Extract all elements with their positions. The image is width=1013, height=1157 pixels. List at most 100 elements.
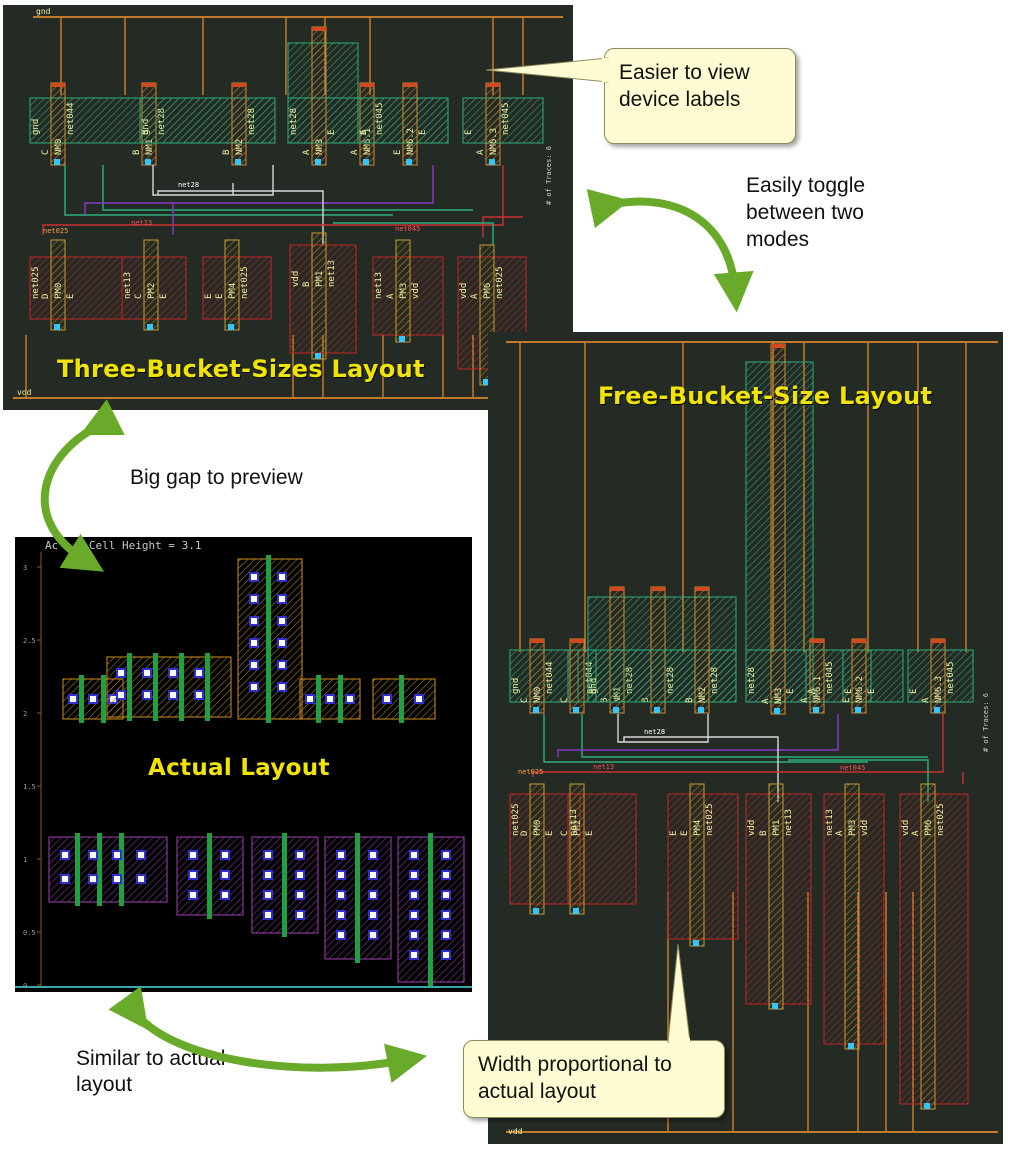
nmos-diffusion [587, 649, 737, 703]
free-bucket-layout-panel[interactable]: vddNM0Cgndnet044Cnet044NM1Bgndnet28Bnet2… [488, 332, 1003, 1144]
three-bucket-layout-panel[interactable]: gndvddNM0Cgndnet044NM1Bgndnet28NM2BBnet2… [3, 5, 573, 410]
contact-square [441, 870, 451, 880]
poly-gate [153, 653, 158, 721]
nmos-diffusion [139, 97, 276, 144]
contact-square [142, 690, 152, 700]
source-net-label: E [669, 831, 679, 836]
contact-square [249, 638, 259, 648]
contact-square [249, 572, 259, 582]
contact-square [188, 870, 198, 880]
source-net-label: vdd [901, 820, 911, 836]
cell-height-readout: Ac Cell Height = 3.1 [45, 539, 201, 552]
contact-square [409, 870, 419, 880]
contact-marker [399, 336, 405, 342]
contact-marker [855, 707, 861, 713]
poly-gate [207, 833, 212, 919]
similar-note: Similar to actual layout [76, 1047, 226, 1096]
contact-square [409, 890, 419, 900]
poly-gate [338, 675, 343, 723]
contact-square [136, 850, 146, 860]
gate-cap [771, 344, 785, 348]
contact-square [409, 910, 419, 920]
device-name-label: PM0 [54, 283, 64, 299]
contact-square [88, 874, 98, 884]
source-net-label: E [204, 294, 214, 299]
contact-marker [613, 707, 619, 713]
contact-marker [489, 159, 495, 165]
source-net-label: vdd [291, 271, 301, 287]
drain-net-label: E [867, 689, 877, 694]
gate-cap [651, 587, 665, 591]
net-label: net28 [644, 728, 665, 736]
contact-square [60, 874, 70, 884]
vdd-rail-label: vdd [17, 388, 32, 397]
source-net-label: E [464, 130, 474, 135]
contact-square [188, 850, 198, 860]
device-name-label: PM2 [573, 820, 583, 836]
contact-square [441, 930, 451, 940]
route-wire [623, 736, 779, 802]
contact-marker [573, 908, 579, 914]
route-wire [543, 714, 868, 763]
drain-net-label: net13 [327, 260, 337, 287]
source-net-label: net13 [123, 272, 133, 299]
contact-square [368, 850, 378, 860]
route-wire [84, 165, 434, 215]
route-wire [482, 216, 523, 237]
gate-poly [529, 783, 545, 915]
contact-square [368, 930, 378, 940]
contact-square [220, 870, 230, 880]
contact-square [220, 890, 230, 900]
gate-net-label: A [911, 830, 921, 836]
device-name-label: NM1 [145, 139, 155, 155]
gate-cap [610, 587, 624, 591]
contact-square [277, 594, 287, 604]
route-wire [333, 222, 494, 245]
device-name-label: NM3 [315, 139, 325, 155]
poly-gate [179, 653, 184, 721]
contact-marker [54, 159, 60, 165]
route-wire [557, 714, 839, 757]
drain-net-label: E [545, 831, 555, 836]
source-net-label: net13 [374, 272, 384, 299]
net-label: net13 [131, 219, 152, 227]
contact-marker [654, 707, 660, 713]
contact-square [88, 850, 98, 860]
trace-count-label: # of Traces: 6 [545, 146, 553, 205]
contact-marker [147, 324, 153, 330]
contact-square [277, 616, 287, 626]
source-net-label: net28 [747, 667, 757, 694]
drain-net-label: net025 [495, 266, 505, 299]
contact-square [112, 850, 122, 860]
drain-net-label: net025 [240, 266, 250, 299]
contact-square [368, 910, 378, 920]
gate-net-label: D [520, 831, 530, 836]
contact-square [368, 870, 378, 880]
drain-net-label: net044 [545, 661, 555, 694]
route-wire [157, 190, 324, 245]
contact-square [277, 638, 287, 648]
device-name-label: NM0 [54, 139, 64, 155]
gate-net-label: E [842, 698, 852, 703]
device-name-label: NM0 [533, 687, 543, 703]
gate-net-label: B [685, 698, 695, 703]
gate-net-label: D [41, 294, 51, 299]
contact-square [116, 690, 126, 700]
route-wire [532, 714, 944, 777]
free-bucket-layout-canvas: vddNM0Cgndnet044Cnet044NM1Bgndnet28Bnet2… [506, 341, 998, 1136]
contact-square [325, 694, 335, 704]
three-bucket-layout-canvas: gndvddNM0Cgndnet044NM1Bgndnet28NM2BBnet2… [13, 7, 563, 399]
gate-net-label: A [302, 149, 312, 155]
gate-cap [695, 587, 709, 591]
gate-net-label: B [132, 150, 142, 155]
contact-square [168, 668, 178, 678]
vdd-rail-label: vdd [508, 1127, 523, 1136]
drain-net-label: vdd [411, 283, 421, 299]
contact-square [249, 660, 259, 670]
contact-square [136, 874, 146, 884]
contact-square [249, 682, 259, 692]
cell-height-prefix: Ac [45, 539, 59, 552]
poly-gate [97, 833, 102, 906]
contact-square [441, 890, 451, 900]
